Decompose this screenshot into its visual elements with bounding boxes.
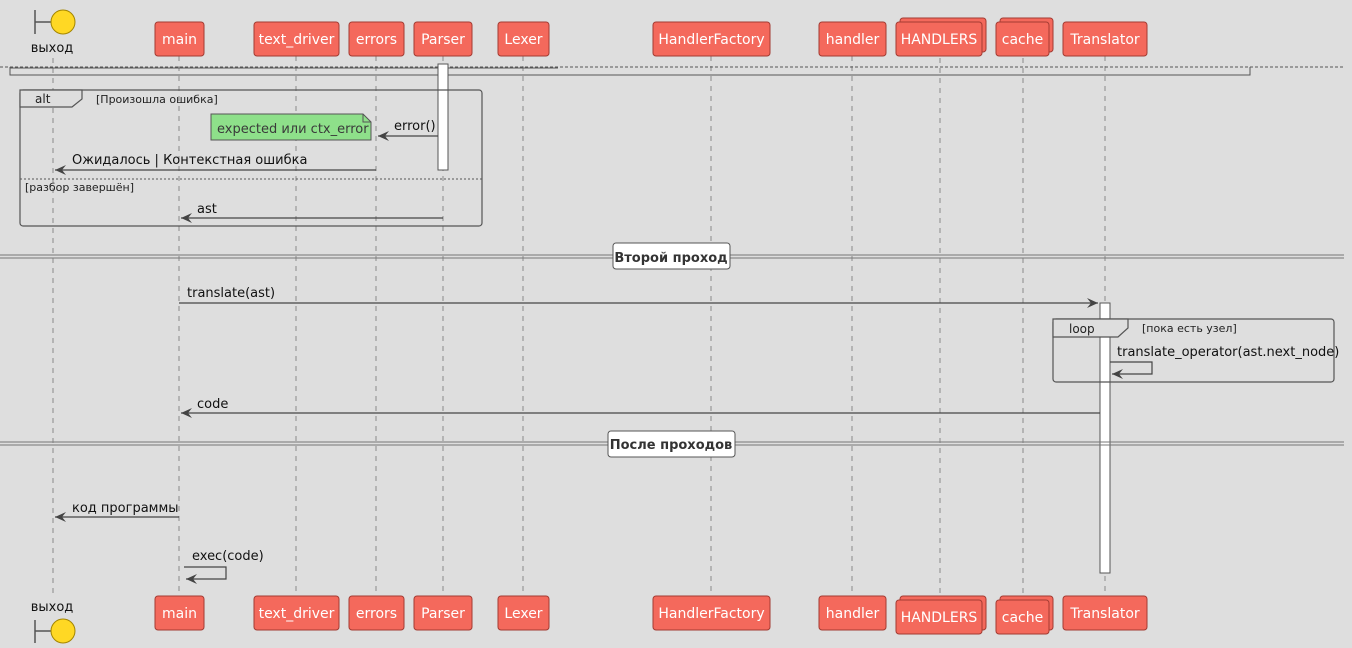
program-code-label: код программы xyxy=(72,501,179,516)
participant-handler-factory-bottom[interactable]: HandlerFactory xyxy=(652,595,771,631)
participants-top: выход main text_driver errors Parser Lex… xyxy=(31,9,1148,57)
error-out-label: Ожидалось | Контекстная ошибка xyxy=(72,153,307,168)
participant-text-driver-top[interactable]: text_driver xyxy=(253,21,340,57)
participant-cache-top[interactable]: cache xyxy=(995,17,1054,57)
participants-bottom: выход main text_driver errors Parser Lex… xyxy=(31,595,1148,644)
alt-keyword: alt xyxy=(35,92,51,106)
participant-lexer-bottom[interactable]: Lexer xyxy=(497,595,550,631)
participant-errors-bottom[interactable]: errors xyxy=(348,595,405,631)
exec-arrow xyxy=(184,566,227,584)
participant-label: handler xyxy=(826,606,880,622)
participant-label: Parser xyxy=(421,606,465,622)
note: expected или ctx_error xyxy=(210,113,372,141)
participant-label: main xyxy=(162,32,197,48)
participant-parser-bottom[interactable]: Parser xyxy=(413,595,473,631)
participant-main-top[interactable]: main xyxy=(154,21,205,57)
participant-label: cache xyxy=(1002,32,1043,48)
exec-label: exec(code) xyxy=(192,549,264,564)
participant-handlers-top[interactable]: HANDLERS xyxy=(895,17,987,57)
participant-main-bottom[interactable]: main xyxy=(154,595,205,631)
alt-guard-complete: [разбор завершён] xyxy=(25,181,134,194)
translate-operator-label: translate_operator(ast.next_node) xyxy=(1117,345,1339,360)
participant-label: выход xyxy=(31,600,74,615)
lifelines xyxy=(52,56,1106,598)
participant-handler-top[interactable]: handler xyxy=(818,21,887,57)
loop-guard: [пока есть узел] xyxy=(1142,322,1237,335)
participant-vyhod-top[interactable]: выход xyxy=(31,9,76,56)
participant-text-driver-bottom[interactable]: text_driver xyxy=(253,595,340,631)
loop-fragment: loop [пока есть узел] xyxy=(1052,318,1335,383)
participant-label: Lexer xyxy=(504,606,542,622)
participant-label: errors xyxy=(356,32,397,48)
participant-parser-top[interactable]: Parser xyxy=(413,21,473,57)
participant-handlers-bottom[interactable]: HANDLERS xyxy=(895,595,987,635)
participant-label: HandlerFactory xyxy=(658,606,764,622)
divider-after-passes-label: После проходов xyxy=(610,438,733,453)
code-label: code xyxy=(197,397,228,412)
alt-guard-error: [Произошла ошибка] xyxy=(96,93,218,106)
translator-activation xyxy=(1099,302,1111,574)
translate-operator-arrow xyxy=(1110,361,1153,379)
boundary-icon xyxy=(50,9,76,35)
participant-label: text_driver xyxy=(259,32,335,48)
participant-errors-top[interactable]: errors xyxy=(348,21,405,57)
participant-label: main xyxy=(162,606,197,622)
participant-lexer-top[interactable]: Lexer xyxy=(497,21,550,57)
parser-activation xyxy=(437,63,449,171)
participant-label: cache xyxy=(1002,610,1043,626)
participant-cache-bottom[interactable]: cache xyxy=(995,595,1054,635)
participant-vyhod-bottom[interactable]: выход xyxy=(31,600,76,644)
participant-label: errors xyxy=(356,606,397,622)
divider-second-pass: Второй проход xyxy=(0,242,1344,270)
truncated-group-frame xyxy=(0,66,1344,76)
participant-handler-factory-top[interactable]: HandlerFactory xyxy=(652,21,771,57)
participant-label: handler xyxy=(826,32,880,48)
ast-label: ast xyxy=(197,202,217,217)
participant-label: text_driver xyxy=(259,606,335,622)
loop-keyword: loop xyxy=(1069,322,1095,336)
participant-translator-bottom[interactable]: Translator xyxy=(1062,595,1148,631)
boundary-icon xyxy=(50,618,76,644)
participant-label: HANDLERS xyxy=(901,32,978,48)
participant-label: Translator xyxy=(1069,606,1140,622)
translate-label: translate(ast) xyxy=(187,286,275,301)
divider-second-pass-label: Второй проход xyxy=(614,251,727,266)
divider-after-passes: После проходов xyxy=(0,430,1344,458)
note-text: expected или ctx_error xyxy=(217,122,369,137)
participant-label: выход xyxy=(31,41,74,56)
participant-label: Translator xyxy=(1069,32,1140,48)
participant-translator-top[interactable]: Translator xyxy=(1062,21,1148,57)
participant-label: Parser xyxy=(421,32,465,48)
participant-label: Lexer xyxy=(504,32,542,48)
participant-label: HANDLERS xyxy=(901,610,978,626)
error-call-label: error() xyxy=(394,119,436,134)
alt-fragment: alt [Произошла ошибка] [разбор завершён] xyxy=(19,89,483,227)
participant-label: HandlerFactory xyxy=(658,32,764,48)
participant-handler-bottom[interactable]: handler xyxy=(818,595,887,631)
